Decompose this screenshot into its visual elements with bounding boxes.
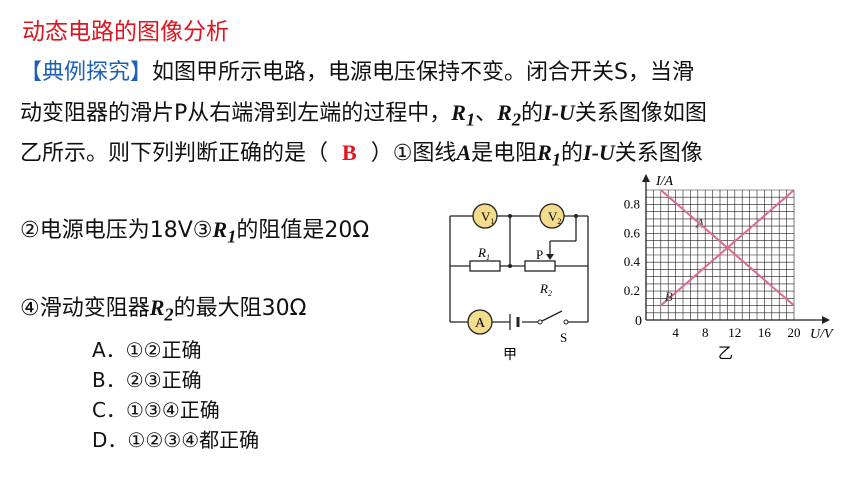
statement-r2-letter: R (149, 295, 165, 320)
slider-arrow-icon (546, 254, 554, 260)
statement-text-2b: 的阻值是20Ω (236, 218, 370, 243)
slider-p-label: P (536, 247, 543, 262)
answer-mark: B (342, 140, 357, 165)
chart-origin-label: 0 (635, 314, 642, 329)
switch-contact (563, 319, 569, 325)
ammeter-icon (467, 309, 493, 335)
statement-r1-symbol: R1 (212, 217, 237, 246)
chart-axes (642, 174, 830, 324)
question-text-3e: 关系图像 (614, 141, 703, 166)
y-tick-label: 0.6 (624, 225, 641, 240)
r1-symbol: R1 (451, 100, 475, 129)
question-line-3: 乙所示。则下列判断正确的是（ B ）①图线A是电阻R1的I-U关系图像 (20, 135, 703, 170)
statement-text-4a: ④滑动变阻器 (20, 296, 150, 321)
resistor-r1 (469, 260, 501, 272)
r1-circuit-label: R1 (477, 245, 490, 262)
option-b: B．②③正确 (92, 368, 202, 392)
statement-text-4b: 的最大阻30Ω (173, 296, 307, 321)
x-tick-label: 12 (728, 325, 741, 340)
option-a: A．①②正确 (92, 338, 202, 362)
r1-subscript: 1 (465, 109, 476, 130)
chart-y-label: I/A (655, 174, 674, 189)
statement-r2-subscript: 2 (164, 304, 174, 325)
voltmeter-v1-icon (472, 203, 498, 229)
statement-r2-symbol: R2 (149, 295, 174, 324)
x-tick-label: 8 (702, 325, 709, 340)
question-line-1: 【典例探究】如图甲所示电路，电源电压保持不变。闭合开关S，当滑 (20, 54, 694, 86)
question-text-2b: 的 (521, 101, 544, 126)
question-text-3b: ）①图线 (370, 141, 457, 166)
r2-circuit-label: R2 (539, 281, 552, 298)
circuit-diagram: V1 V2 A R1 P R2 S 甲 (449, 203, 589, 363)
line-a-symbol: A (456, 140, 472, 165)
series-label-b: B (665, 289, 673, 304)
question-text-1: 如图甲所示电路，电源电压保持不变。闭合开关S，当滑 (152, 60, 694, 85)
separator: 、 (475, 101, 498, 126)
switch-label: S (560, 330, 567, 345)
statement-4: ④滑动变阻器R2的最大阻30Ω (20, 290, 306, 325)
resistor-r2 (524, 260, 556, 272)
x-tick-label: 16 (758, 325, 772, 340)
x-tick-label: 20 (788, 325, 801, 340)
voltmeter-v2-icon (539, 203, 565, 229)
r2-subscript: 2 (511, 109, 522, 130)
option-d: D．①②③④都正确 (92, 428, 260, 452)
statement-text-2a: ②电源电压为18V③ (20, 218, 213, 243)
statement-r1-letter: R (212, 217, 228, 242)
question-text-3c: 是电阻 (471, 141, 538, 166)
question-text-3a: 乙所示。则下列判断正确的是（ (20, 141, 329, 166)
x-tick-label: 4 (672, 325, 679, 340)
junction-dot (508, 264, 512, 268)
series-line-b (660, 189, 795, 307)
y-axis-arrow-icon (642, 174, 650, 182)
ammeter-label: A (475, 316, 486, 331)
junction-dot (574, 214, 578, 218)
option-c: C．①③④正确 (92, 398, 220, 422)
chart-caption: 乙 (718, 346, 733, 362)
chart-ticks: 4 8 12 16 20 0.2 0.4 0.6 0.8 (624, 196, 801, 340)
switch-contact (537, 319, 543, 325)
battery-icon (509, 314, 520, 330)
junction-dot (508, 214, 512, 218)
r2-symbol: R2 (497, 100, 521, 129)
r1b-subscript: 1 (551, 149, 561, 170)
iu-symbol: I-U (543, 100, 575, 125)
question-text-2c: 关系图像如图 (574, 101, 707, 126)
circuit-caption: 甲 (503, 348, 517, 363)
question-line-2: 动变阻器的滑片P从右端滑到左端的过程中，R1、R2的I-U关系图像如图 (20, 95, 707, 130)
x-axis-arrow-icon (822, 316, 830, 324)
chart-series: AB (660, 189, 795, 307)
v1-label: V1 (481, 209, 494, 226)
r1-letter: R (451, 100, 466, 125)
iu-symbol-2: I-U (583, 140, 615, 165)
page-title: 动态电路的图像分析 (22, 19, 229, 45)
r1b-symbol: R1 (537, 140, 561, 169)
y-tick-label: 0.8 (624, 196, 640, 211)
y-tick-label: 0.2 (624, 283, 640, 298)
y-tick-label: 0.4 (624, 254, 641, 269)
chart-x-label: U/V (810, 327, 834, 342)
r1b-letter: R (537, 140, 552, 165)
r2-letter: R (497, 100, 512, 125)
question-tag: 【典例探究】 (20, 60, 153, 85)
statement-2-3: ②电源电压为18V③R1的阻值是20Ω (20, 212, 369, 247)
question-text-3d: 的 (561, 141, 584, 166)
statement-r1-subscript: 1 (227, 226, 237, 247)
question-text-2a: 动变阻器的滑片P从右端滑到左端的过程中， (20, 101, 452, 126)
v2-label: V2 (548, 209, 561, 226)
iu-chart: 4 8 12 16 20 0.2 0.4 0.6 0.8 AB I/A U/V 0 乙 (624, 174, 834, 362)
